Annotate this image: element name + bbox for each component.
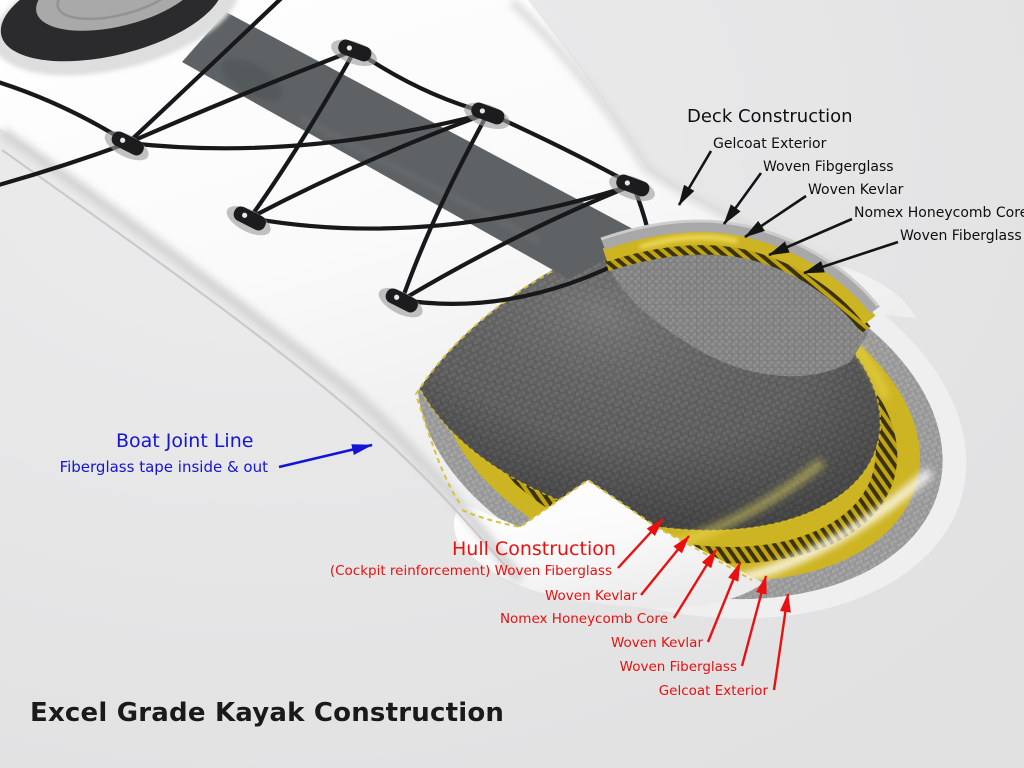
deck-label-nomex-honeycomb-core: Nomex Honeycomb Core [854, 205, 1024, 221]
hull-label-woven-kevlar-2: Woven Kevlar [610, 635, 703, 651]
deck-arrow-kevlar [744, 194, 807, 239]
deck-arrow-fiberglass-inner [803, 240, 899, 275]
hatch-lid [36, 0, 200, 31]
deck-construction-heading: Deck Construction [687, 106, 853, 127]
hull-arrow-fiberglass [740, 575, 768, 667]
stripe-recess-oval [221, 59, 283, 101]
deck-label-woven-fiberglass-outer: Woven Fibgerglass [763, 159, 894, 175]
hull-arrow-gelcoat [772, 593, 791, 691]
boat-joint-line [1, 149, 513, 575]
deck-arrow-fiberglass-outer [722, 172, 763, 225]
hull-bottom-wedge [453, 480, 763, 609]
kayak-body [0, 0, 916, 609]
joint-arrow [278, 443, 373, 469]
stripe-sheen [298, 114, 542, 246]
deck-underside-fiberglass [610, 251, 868, 377]
hull-label-nomex-honeycomb-core: Nomex Honeycomb Core [499, 611, 668, 627]
deck-label-gelcoat-exterior: Gelcoat Exterior [713, 136, 827, 152]
deck-honeycomb-band [605, 243, 871, 334]
deck-cut-layers [600, 219, 880, 377]
deck-arrow-gelcoat [677, 150, 713, 206]
cut-edge-dashed-upper [414, 243, 609, 506]
hull-label-woven-fiberglass: Woven Fiberglass [619, 659, 737, 675]
hull-label-woven-kevlar-1: Woven Kevlar [544, 588, 637, 604]
diagram-title: Excel Grade Kayak Construction [30, 698, 505, 728]
hull-construction-heading: Hull Construction [452, 538, 616, 560]
hull-label-cockpit-fiberglass: (Cockpit reinforcement) Woven Fiberglass [329, 563, 612, 579]
hull-label-gelcoat-exterior: Gelcoat Exterior [658, 683, 768, 699]
deck-label-woven-kevlar: Woven Kevlar [808, 182, 904, 198]
deck-kevlar-sheen [639, 234, 738, 250]
deck-label-woven-fiberglass-inner: Woven Fiberglass [900, 228, 1022, 244]
hull-arrows [617, 518, 791, 691]
hull-arrow-honeycomb [672, 549, 718, 619]
hull-arrow-cockpit-fiberglass [617, 518, 664, 569]
deck-arrow-honeycomb [768, 217, 853, 257]
kayak-deck-hull [0, 0, 916, 505]
boat-joint-line-heading: Boat Joint Line [116, 430, 254, 452]
deck-fittings [104, 39, 655, 318]
boat-joint-line-note: Fiberglass tape inside & out [59, 458, 268, 476]
hull-arrow-kevlar-1 [640, 535, 690, 596]
hull-arrow-kevlar-2 [706, 562, 742, 643]
hatch-cover [0, 0, 239, 76]
hatch-lid-ring [56, 0, 180, 21]
deck-arrows [677, 150, 899, 275]
